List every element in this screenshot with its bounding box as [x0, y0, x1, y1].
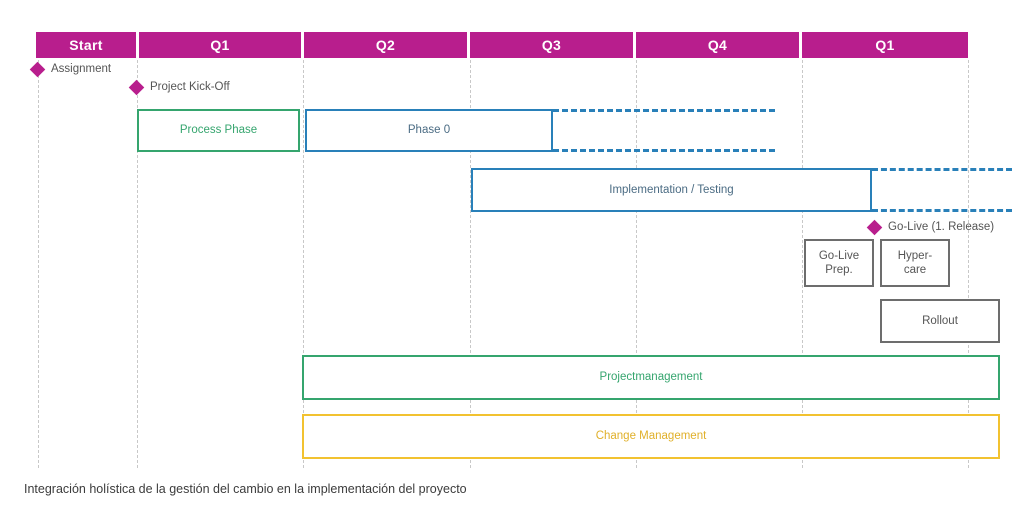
gridline-q1 [137, 60, 138, 468]
task-bar-label-line1: Go-Live [818, 249, 860, 262]
task-bar-hyper-care[interactable]: Hyper- care [880, 239, 950, 287]
milestone-label: Assignment [51, 63, 112, 75]
header-cell-q2[interactable]: Q2 [304, 32, 467, 58]
task-bar-implementation-testing[interactable]: Implementation / Testing [471, 168, 872, 212]
header-cell-q1[interactable]: Q1 [139, 32, 301, 58]
task-bar-label: Phase 0 [407, 124, 451, 137]
task-bar-rollout[interactable]: Rollout [880, 299, 1000, 343]
milestone-go-live[interactable]: Go-Live (1. Release) [866, 219, 995, 235]
header-cell-label: Start [69, 37, 103, 53]
dashed-line-bottom [872, 209, 1012, 212]
dashed-line-top [553, 109, 775, 112]
task-bar-label: Change Management [595, 430, 707, 443]
milestone-diamond-icon [29, 61, 46, 77]
milestone-project-kick-off[interactable]: Project Kick-Off [128, 79, 230, 95]
header-cell-label: Q3 [541, 37, 562, 53]
header-cell-start[interactable]: Start [36, 32, 136, 58]
header-cell-label: Q2 [375, 37, 396, 53]
dashed-line-top [872, 168, 1012, 171]
milestone-label: Go-Live (1. Release) [888, 221, 995, 233]
task-bar-phase-0[interactable]: Phase 0 [305, 109, 553, 152]
gridline-q4 [636, 60, 637, 468]
task-bar-go-live-prep[interactable]: Go-Live Prep. [804, 239, 874, 287]
chart-caption: Integración holística de la gestión del … [24, 482, 467, 496]
header-cell-q4[interactable]: Q4 [636, 32, 799, 58]
milestone-diamond-icon [128, 79, 145, 95]
header-cell-label: Q4 [707, 37, 728, 53]
header-cell-label: Q1 [875, 37, 895, 53]
gridline-start [38, 60, 39, 468]
task-bar-label: Projectmanagement [599, 371, 703, 384]
task-bar-process-phase[interactable]: Process Phase [137, 109, 300, 152]
header-cell-label: Q1 [210, 37, 230, 53]
milestone-diamond-icon [866, 219, 883, 235]
gridline-q2 [303, 60, 304, 468]
task-bar-label: Implementation / Testing [609, 183, 734, 196]
gridline-q1-next [802, 60, 803, 468]
task-bar-label-line1: Hyper- [897, 249, 933, 262]
header-cell-q3[interactable]: Q3 [470, 32, 633, 58]
task-bar-implementation-testing-continuation [872, 168, 1012, 212]
milestone-assignment[interactable]: Assignment [29, 61, 112, 77]
header-cell-q1-next[interactable]: Q1 [802, 32, 968, 58]
task-bar-phase-0-continuation [553, 109, 775, 152]
task-bar-projectmanagement[interactable]: Projectmanagement [302, 355, 1000, 400]
task-bar-label: Process Phase [179, 124, 258, 137]
dashed-line-bottom [553, 149, 775, 152]
gridline-end [968, 60, 969, 468]
milestone-label: Project Kick-Off [150, 81, 230, 93]
task-bar-label: Rollout [922, 314, 958, 327]
task-bar-change-management[interactable]: Change Management [302, 414, 1000, 459]
gridline-q3 [470, 60, 471, 468]
task-bar-label-line2: Prep. [825, 264, 853, 276]
task-bar-label-line2: care [903, 264, 927, 276]
